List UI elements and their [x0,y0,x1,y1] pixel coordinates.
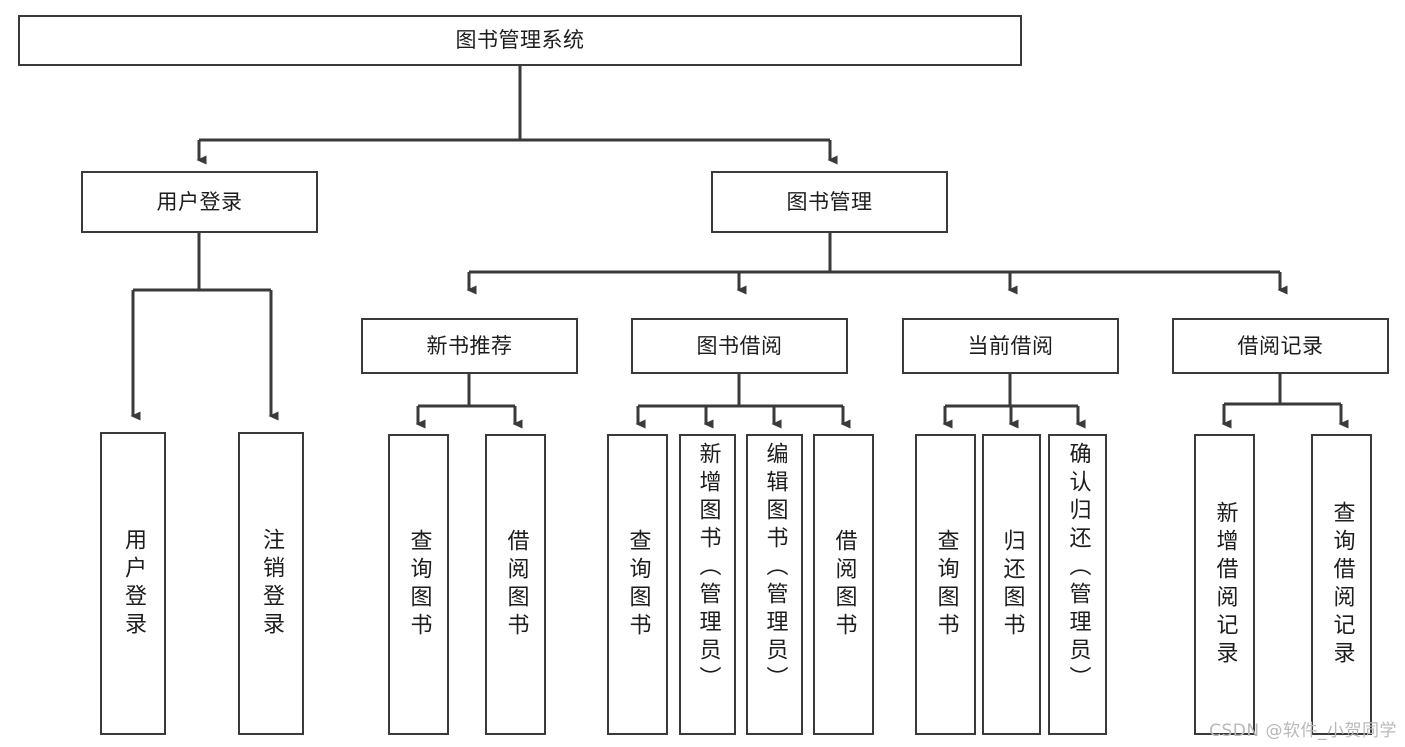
leaf-borrow-borrow-book[interactable]: 借阅图书 [813,434,874,735]
node-label: 用户登录 [121,527,146,640]
leaf-current-query-book[interactable]: 查询图书 [915,434,976,735]
leaf-current-confirm-return-admin[interactable]: 确认归还（管理员） [1048,434,1107,735]
leaf-record-query-record[interactable]: 查询借阅记录 [1311,434,1372,735]
node-label: 图书借阅 [696,333,783,358]
leaf-borrow-query-book[interactable]: 查询图书 [607,434,668,735]
leaf-borrow-edit-book-admin[interactable]: 编辑图书（管理员） [746,434,803,735]
node-label: 借阅图书 [831,528,857,641]
leaf-borrow-add-book-admin[interactable]: 新增图书（管理员） [679,434,736,735]
node-label: 图书管理系统 [455,28,585,53]
node-label: 归还图书 [999,528,1025,641]
node-label: 查询图书 [933,528,959,641]
node-label: 确认归还（管理员） [1065,442,1091,694]
leaf-new-book-query[interactable]: 查询图书 [388,434,449,735]
node-user-login[interactable]: 用户登录 [81,171,318,233]
node-label: 图书管理 [786,189,873,214]
node-borrow-record[interactable]: 借阅记录 [1172,318,1389,374]
node-label: 借阅图书 [503,528,529,641]
node-label: 新增借阅记录 [1212,500,1238,669]
node-label: 新书推荐 [426,333,513,358]
node-book-borrow[interactable]: 图书借阅 [631,318,848,374]
node-current-borrow[interactable]: 当前借阅 [902,318,1119,374]
node-book-management[interactable]: 图书管理 [711,171,948,233]
node-label: 查询借阅记录 [1329,500,1355,669]
leaf-record-add-record[interactable]: 新增借阅记录 [1194,434,1255,735]
leaf-current-return-book[interactable]: 归还图书 [982,434,1041,735]
node-label: 查询图书 [406,528,432,641]
csdn-watermark: CSDN @软件_小贺同学 [1209,721,1397,741]
node-label: 当前借阅 [967,333,1054,358]
node-root-system[interactable]: 图书管理系统 [18,15,1022,66]
node-label: 用户登录 [156,189,243,214]
node-label: 编辑图书（管理员） [762,442,788,694]
node-label: 新增图书（管理员） [695,442,721,694]
node-new-book-recommend[interactable]: 新书推荐 [361,318,578,374]
leaf-new-book-borrow[interactable]: 借阅图书 [485,434,546,735]
node-label: 查询图书 [625,528,651,641]
node-label: 注销登录 [259,527,284,640]
leaf-user-login-logout[interactable]: 注销登录 [238,432,304,735]
leaf-user-login-login[interactable]: 用户登录 [100,432,166,735]
node-label: 借阅记录 [1237,333,1324,358]
